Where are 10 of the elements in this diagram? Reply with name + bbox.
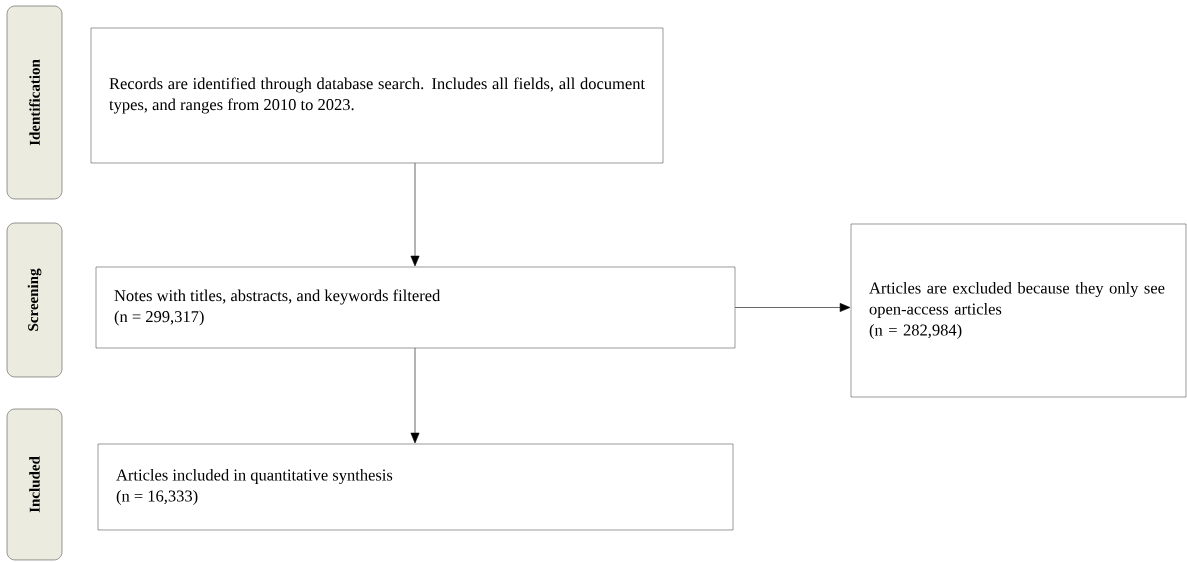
arrow bbox=[410, 347, 420, 444]
process-box: Records are identified through database search. Includes all fields, all document types, and ranges from 2010 to 2023. bbox=[90, 27, 664, 164]
arrow bbox=[410, 162, 420, 267]
process-box: Notes with titles, abstracts, and keywords filtered (n = 299,317) bbox=[95, 266, 736, 349]
arrow bbox=[734, 303, 851, 312]
stage-label: Screening bbox=[6, 222, 63, 378]
stage-label: Identification bbox=[6, 5, 63, 200]
stage-label: Included bbox=[6, 408, 63, 561]
process-box: Articles are excluded because they only see open-access articles (n = 282,984) bbox=[850, 223, 1187, 398]
process-box: Articles included in quantitative synthesis (n = 16,333) bbox=[97, 443, 734, 531]
